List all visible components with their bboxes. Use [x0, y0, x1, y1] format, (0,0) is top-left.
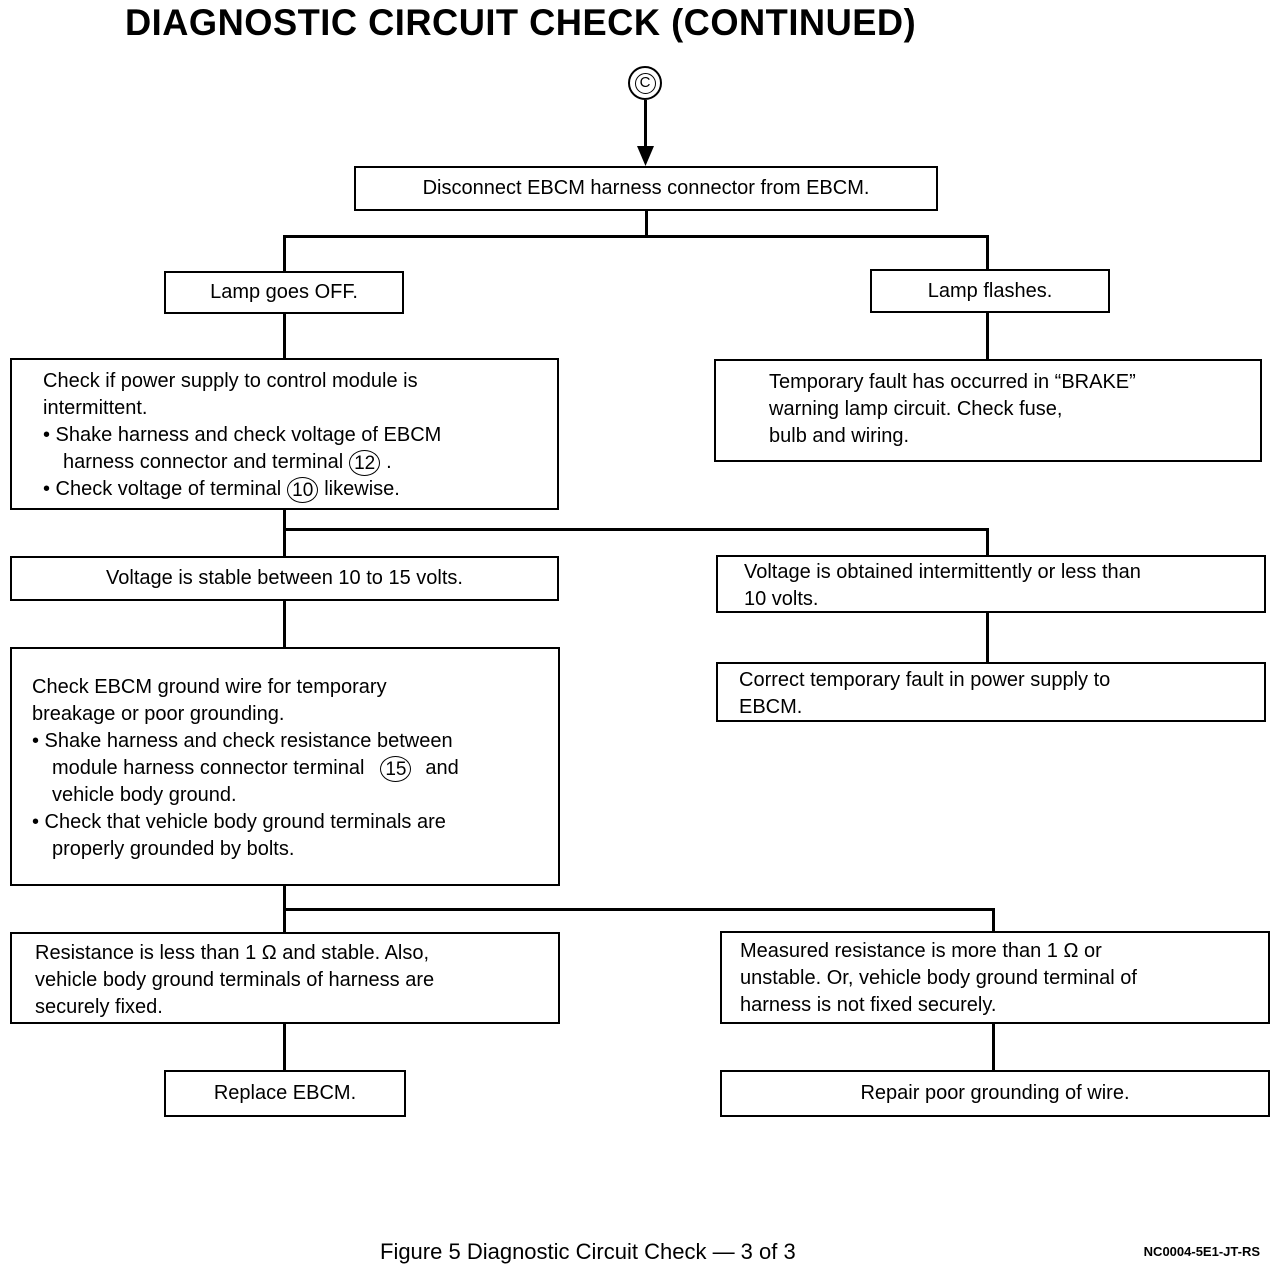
figure-caption: Figure 5 Diagnostic Circuit Check — 3 of… — [380, 1239, 796, 1264]
box-text: likewise. — [324, 478, 400, 500]
box-text: harness is not fixed securely. — [740, 994, 997, 1016]
voltage-intermittent-box: Voltage is obtained intermittently or le… — [716, 555, 1266, 613]
connector-line — [283, 528, 989, 531]
box-text: vehicle body ground. — [52, 784, 237, 806]
connector-c-symbol: C — [628, 66, 662, 100]
figure-code: NC0004-5E1-JT-RS — [1143, 1244, 1260, 1259]
connector-label: C — [634, 72, 656, 94]
page-title: DIAGNOSTIC CIRCUIT CHECK (CONTINUED) — [125, 2, 917, 43]
terminal-15-marker: 15 — [380, 755, 412, 782]
box-text: securely fixed. — [35, 996, 163, 1018]
connector-line — [283, 235, 286, 273]
lamp-flashes-box: Lamp flashes. — [870, 269, 1110, 313]
temporary-fault-box: Temporary fault has occurred in “BRAKE” … — [714, 359, 1262, 462]
box-text: Lamp goes OFF. — [210, 281, 358, 303]
box-text: Voltage is obtained intermittently or le… — [744, 561, 1141, 583]
box-text: EBCM. — [739, 696, 803, 718]
box-text: bulb and wiring. — [769, 425, 910, 447]
correct-fault-box: Correct temporary fault in power supply … — [716, 662, 1266, 722]
terminal-10-marker: 10 — [287, 476, 319, 503]
box-text: Disconnect EBCM harness connector from E… — [422, 177, 870, 199]
box-text: Check EBCM ground wire for temporary — [32, 676, 387, 698]
box-text: Repair poor grounding of wire. — [860, 1082, 1130, 1104]
arrow-head-icon — [637, 146, 654, 166]
box-text: unstable. Or, vehicle body ground termin… — [740, 967, 1137, 989]
connector-line — [283, 508, 286, 558]
box-text: • Shake harness and check voltage of EBC… — [43, 424, 442, 446]
box-text: Resistance is less than 1 Ω and stable. … — [35, 942, 430, 964]
box-text: Lamp flashes. — [927, 279, 1053, 302]
box-text: vehicle body ground terminals of harness… — [35, 969, 435, 991]
voltage-stable-box: Voltage is stable between 10 to 15 volts… — [10, 556, 559, 601]
check-power-supply-box: Check if power supply to control module … — [10, 358, 559, 510]
box-text: 10 volts. — [744, 588, 819, 610]
box-text: Measured resistance is more than 1 Ω or — [740, 940, 1102, 962]
box-text: module harness connector terminal — [52, 757, 365, 779]
connector-line — [986, 311, 989, 361]
box-text: Check if power supply to control module … — [43, 370, 418, 392]
connector-line — [283, 908, 995, 911]
connector-line — [645, 209, 648, 237]
repair-grounding-box: Repair poor grounding of wire. — [720, 1070, 1270, 1117]
replace-ebcm-box: Replace EBCM. — [164, 1070, 406, 1117]
resistance-ok-box: Resistance is less than 1 Ω and stable. … — [10, 932, 560, 1024]
box-text: • Check that vehicle body ground termina… — [32, 811, 446, 833]
connector-line — [986, 235, 989, 271]
connector-line — [283, 312, 286, 360]
box-text: . — [386, 451, 392, 473]
box-text: breakage or poor grounding. — [32, 703, 285, 725]
check-ground-wire-box: Check EBCM ground wire for temporary bre… — [10, 647, 560, 886]
connector-line — [283, 599, 286, 649]
box-text-line: module harness connector terminal 15 and — [32, 755, 558, 782]
connector-line — [986, 528, 989, 555]
arrow-shaft — [644, 100, 647, 150]
box-text: • Check voltage of terminal — [43, 478, 282, 500]
connector-line — [992, 1022, 995, 1072]
connector-line — [986, 611, 989, 662]
lamp-goes-off-box: Lamp goes OFF. — [164, 271, 404, 314]
box-text: Replace EBCM. — [213, 1082, 357, 1104]
box-text: harness connector and terminal — [63, 451, 344, 473]
box-text: intermittent. — [43, 397, 148, 419]
box-text: Voltage is stable between 10 to 15 volts… — [106, 567, 463, 589]
connector-line — [283, 235, 989, 238]
box-text: properly grounded by bolts. — [52, 838, 295, 860]
box-text: warning lamp circuit. Check fuse, — [769, 398, 1063, 420]
disconnect-ebcm-box: Disconnect EBCM harness connector from E… — [354, 166, 938, 211]
terminal-12-marker: 12 — [349, 449, 381, 476]
box-text: • Shake harness and check resistance bet… — [32, 730, 453, 752]
connector-line — [283, 1022, 286, 1072]
box-text: Temporary fault has occurred in “BRAKE” — [769, 371, 1136, 393]
connector-line — [992, 908, 995, 933]
box-text: Correct temporary fault in power supply … — [739, 669, 1111, 691]
box-text: and — [425, 757, 459, 779]
resistance-bad-box: Measured resistance is more than 1 Ω or … — [720, 931, 1270, 1024]
